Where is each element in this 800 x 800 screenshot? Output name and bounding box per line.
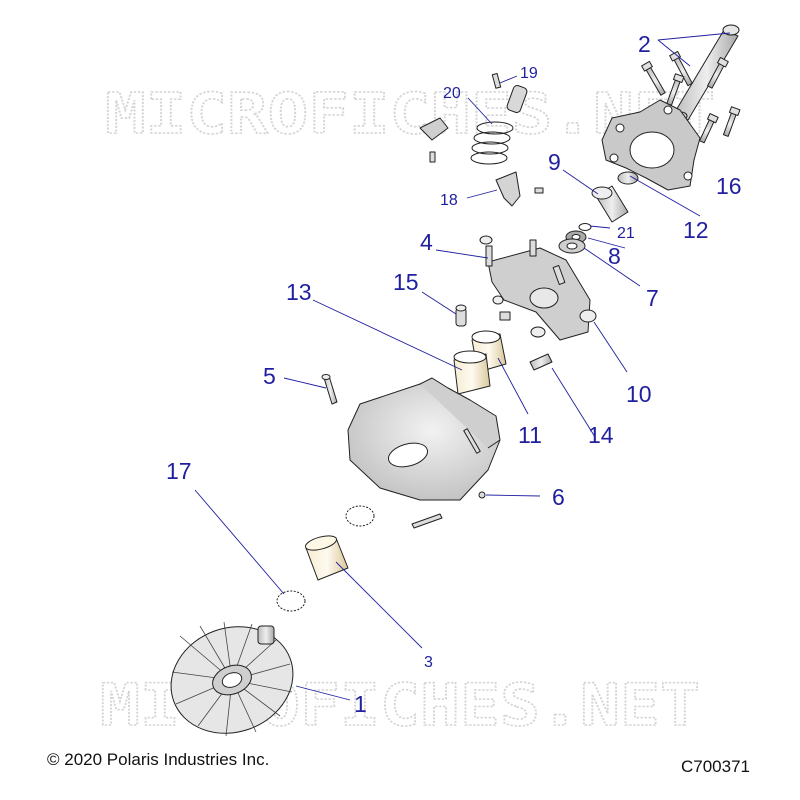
callout-21: 21 <box>617 225 635 242</box>
callout-9: 9 <box>548 149 561 175</box>
callout-1: 1 <box>354 691 367 717</box>
callout-4: 4 <box>420 229 433 255</box>
callout-16: 16 <box>716 173 742 199</box>
callout-11: 11 <box>518 422 542 448</box>
part-21-o-ring <box>578 223 592 231</box>
part-20-spring <box>470 121 514 165</box>
callout-10: 10 <box>626 381 652 407</box>
callout-numbers: 2 19 20 16 9 18 12 21 8 4 7 15 13 10 5 1… <box>166 31 742 717</box>
part-10-roller <box>579 309 597 323</box>
part-4-spider-hub <box>479 235 597 341</box>
part-6-screw <box>478 491 486 499</box>
part-12-spider-plate <box>601 99 701 191</box>
leader-lines <box>194 32 731 701</box>
part-13-bushing <box>453 350 491 395</box>
callout-18: 18 <box>440 192 458 209</box>
figure-code: C700371 <box>681 757 751 776</box>
retaining-ring <box>345 505 443 529</box>
callout-2: 2 <box>638 31 651 57</box>
callout-5: 5 <box>263 363 276 389</box>
callout-15: 15 <box>393 269 419 295</box>
part-1-stationary-sheave <box>170 621 294 737</box>
part-16-bolts <box>641 50 741 144</box>
part-14-pin <box>529 353 553 371</box>
callout-14: 14 <box>588 422 614 448</box>
callout-19: 19 <box>520 65 538 82</box>
callout-6: 6 <box>552 484 565 510</box>
callout-12: 12 <box>683 217 709 243</box>
part-3-bushing <box>304 535 349 581</box>
copyright-text: © 2020 Polaris Industries Inc. <box>47 750 270 769</box>
callout-13: 13 <box>286 279 312 305</box>
callout-8: 8 <box>608 243 621 269</box>
part-19-pin <box>491 72 502 89</box>
part-7-washer-hole <box>566 242 578 250</box>
callout-17: 17 <box>166 458 192 484</box>
part-9-sleeve <box>591 185 629 223</box>
part-5-pin <box>321 374 338 405</box>
part-18-weight <box>419 85 544 207</box>
callout-3: 3 <box>424 654 433 671</box>
moveable-sheave <box>347 377 501 501</box>
part-15-pin <box>455 304 511 327</box>
callout-7: 7 <box>646 285 659 311</box>
part-17-ring <box>276 590 306 612</box>
callout-20: 20 <box>443 85 461 102</box>
